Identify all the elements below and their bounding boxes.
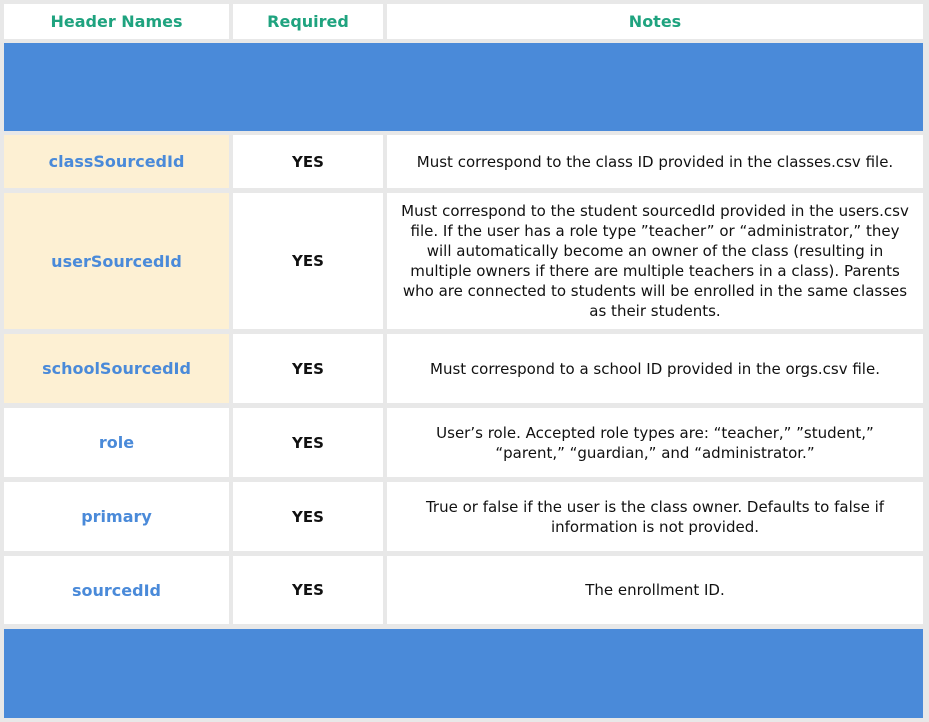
row-role-required: YES [233, 408, 383, 477]
notes-column-header: Notes [387, 4, 923, 39]
row-schoolsourcedid-name: schoolSourcedId [4, 334, 229, 403]
row-role-name: role [4, 408, 229, 477]
row-classsourcedid-name: classSourcedId [4, 135, 229, 188]
row-usersourcedid-notes: Must correspond to the student sourcedId… [387, 193, 923, 329]
top-band [4, 43, 923, 131]
row-sourcedid-name: sourcedId [4, 556, 229, 624]
row-classsourcedid-notes: Must correspond to the class ID provided… [387, 135, 923, 188]
row-primary-required: YES [233, 482, 383, 551]
row-classsourcedid-required: YES [233, 135, 383, 188]
row-usersourcedid-required: YES [233, 193, 383, 329]
row-schoolsourcedid-notes: Must correspond to a school ID provided … [387, 334, 923, 403]
bottom-band [4, 629, 923, 718]
required-column-header: Required [233, 4, 383, 39]
row-sourcedid-notes: The enrollment ID. [387, 556, 923, 624]
row-usersourcedid-name: userSourcedId [4, 193, 229, 329]
header-names-column-header: Header Names [4, 4, 229, 39]
row-role-notes: User’s role. Accepted role types are: “t… [387, 408, 923, 477]
row-sourcedid-required: YES [233, 556, 383, 624]
row-primary-notes: True or false if the user is the class o… [387, 482, 923, 551]
row-primary-name: primary [4, 482, 229, 551]
row-schoolsourcedid-required: YES [233, 334, 383, 403]
